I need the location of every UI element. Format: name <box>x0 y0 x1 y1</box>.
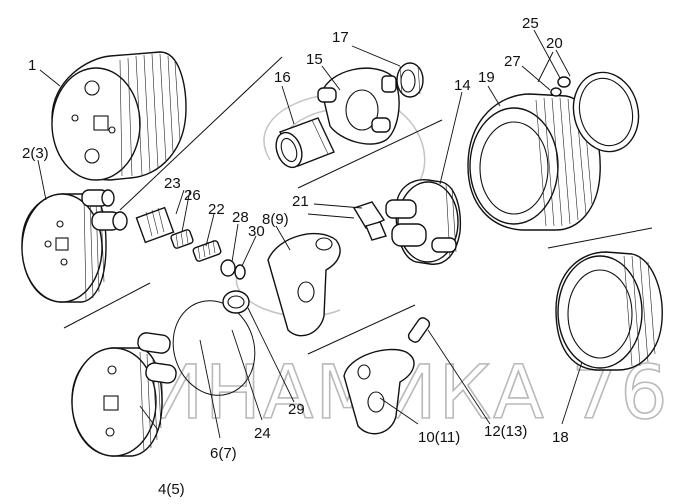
callout-24: 24 <box>254 425 271 442</box>
part-2-3-flange-plate <box>21 189 128 303</box>
assembly-divider-lines <box>63 51 653 355</box>
callout-21: 21 <box>292 193 309 210</box>
callout-labels: 1 2(3) 4(5) 6(7) 8(9) 10(11) 12(13) 14 1… <box>22 15 569 498</box>
callout-19: 19 <box>478 69 495 86</box>
part-4-5-rear-plate <box>71 332 177 457</box>
callout-27: 27 <box>504 53 521 70</box>
part-16-sleeve <box>275 117 335 169</box>
callout-20: 20 <box>546 35 563 52</box>
callout-1: 1 <box>28 57 36 74</box>
part-27-washer <box>550 87 562 97</box>
part-12-13-pin <box>407 317 431 343</box>
callout-22: 22 <box>208 201 225 218</box>
part-25-washer <box>557 76 571 88</box>
part-28-small-ring <box>220 259 236 277</box>
part-17-bearing-ring <box>396 62 424 98</box>
part-14-carrier <box>385 179 462 265</box>
callout-26: 26 <box>184 187 201 204</box>
callout-17: 17 <box>332 29 349 46</box>
part-1-drum <box>51 51 187 181</box>
part-26-spring-small <box>170 229 194 249</box>
callout-16: 16 <box>274 69 291 86</box>
callout-8-9: 8(9) <box>262 211 289 228</box>
callout-25: 25 <box>522 15 539 32</box>
callout-4-5: 4(5) <box>158 481 185 498</box>
callout-10-11: 10(11) <box>418 429 460 446</box>
callout-12-13: 12(13) <box>484 423 527 440</box>
callout-28: 28 <box>232 209 249 226</box>
part-6-7-o-ring <box>172 300 256 396</box>
part-10-11-lever <box>343 348 415 435</box>
leader-lines <box>37 29 583 439</box>
part-20-snap-ring <box>572 71 640 153</box>
part-19-ring-gear <box>467 93 601 231</box>
callout-30: 30 <box>248 223 265 240</box>
part-15-cam-plate <box>317 67 400 145</box>
callout-6-7: 6(7) <box>210 445 237 462</box>
part-30-snap-ring <box>234 264 246 280</box>
part-23-needle-bearing <box>135 206 175 244</box>
callout-14: 14 <box>454 77 471 94</box>
callout-23: 23 <box>164 175 181 192</box>
part-18-outer-ring-gear <box>555 251 663 371</box>
part-8-9-lever-arm <box>267 232 341 337</box>
callout-18: 18 <box>552 429 569 446</box>
callout-29: 29 <box>288 401 305 418</box>
callout-15: 15 <box>306 51 323 68</box>
part-21-keys <box>352 201 387 241</box>
callout-2-3: 2(3) <box>22 145 49 162</box>
part-22-spring <box>192 239 222 262</box>
